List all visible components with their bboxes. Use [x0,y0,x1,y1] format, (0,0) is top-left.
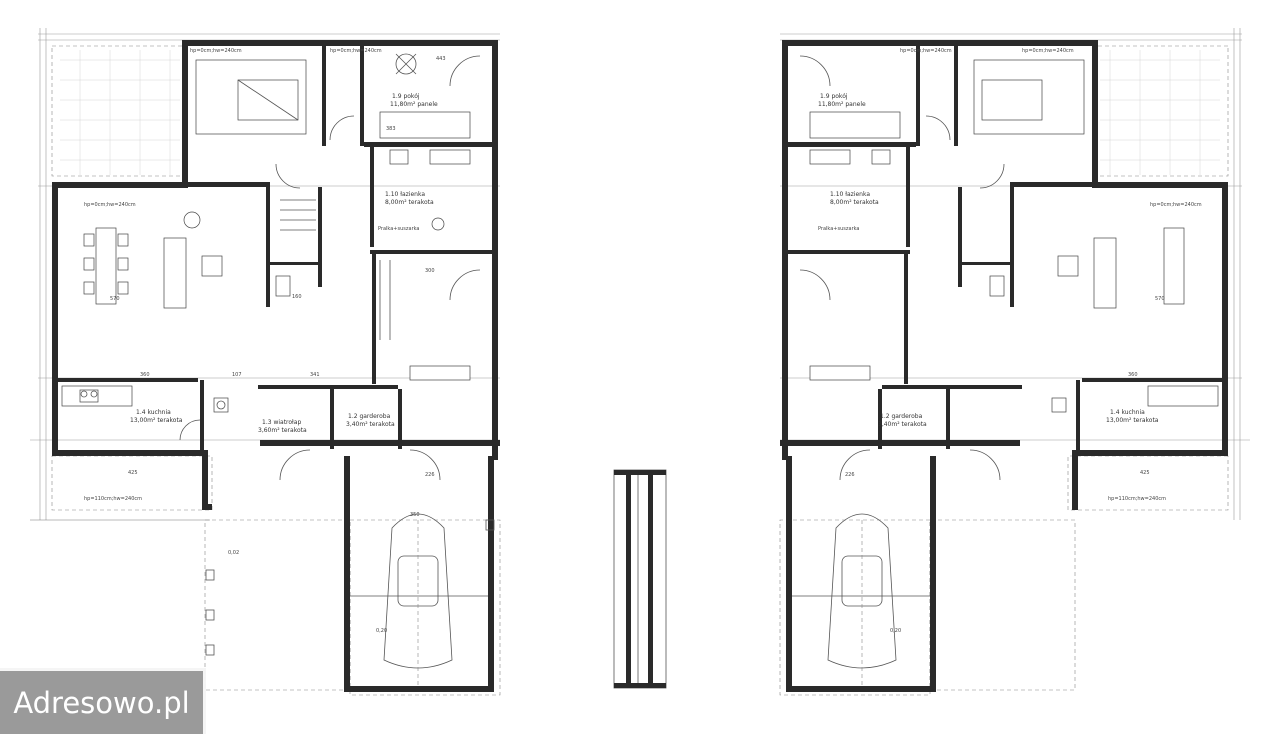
room-label: 1.2 garderoba [348,413,391,420]
level-note-1: hp=0cm;hw=240cm [190,48,242,54]
dimension: 300 [425,268,435,274]
dimension: 160 [292,294,302,300]
room-area: 13,00m² terakota [1106,417,1159,424]
right-unit-labels: 1.9 pokój 11,80m² panele 1.10 łazienka 8… [818,48,1202,634]
room-area: 8,00m² terakota [830,199,879,206]
appliance-label: Pralka+suszarka [818,226,860,232]
room-area: 11,80m² panele [818,101,866,108]
appliance-label: Pralka+suszarka [378,226,420,232]
dimension: 360 [1128,372,1138,378]
dimension: 226 [425,472,435,478]
right-unit [779,28,1250,696]
level-note-2: hp=0cm;hw=240cm [330,48,382,54]
center-section [613,469,667,689]
left-unit: hp=0cm;hw=240cm hp=0cm;hw=240cm hp=0cm;h… [30,28,501,696]
room-label: 1.4 kuchnia [1110,409,1145,416]
dimension: 425 [128,470,138,476]
dimension: 341 [310,372,320,378]
level-note: hp=0cm;hw=240cm [900,48,952,54]
floor-slope: 0,20 [890,628,901,634]
room-label: 1.2 garderoba [880,413,923,420]
room-label: 1.9 pokój [820,93,848,100]
floor-slope: 0,20 [376,628,387,634]
room-label: 1.10 łazienka [830,191,870,198]
floor-slope: 0,02 [228,550,239,556]
room-area: 13,00m² terakota [130,417,183,424]
room-area: 3,60m² terakota [258,427,307,434]
watermark-text: Adresowo.pl [13,685,190,720]
watermark-logo: Adresowo.pl [0,668,206,734]
room-area: 3,40m² terakota [878,421,927,428]
level-note: hp=0cm;hw=240cm [1150,202,1202,208]
dimension: 425 [1140,470,1150,476]
dimension: 570 [1155,296,1165,302]
room-label: 1.3 wiatrołap [262,419,301,426]
dimension: 443 [436,56,446,62]
level-note-4: hp=110cm;hw=240cm [84,496,142,502]
dimension: 226 [845,472,855,478]
room-area: 8,00m² terakota [385,199,434,206]
dimension: 107 [232,372,242,378]
level-note-3: hp=0cm;hw=240cm [84,202,136,208]
level-note: hp=110cm;hw=240cm [1108,496,1166,502]
dimension: 360 [140,372,150,378]
room-label: 1.9 pokój [392,93,420,100]
room-label: 1.10 łazienka [385,191,425,198]
room-area: 11,80m² panele [390,101,438,108]
dimension: 570 [110,296,120,302]
level-note: hp=0cm;hw=240cm [1022,48,1074,54]
room-label: 1.4 kuchnia [136,409,171,416]
room-area: 3,40m² terakota [346,421,395,428]
dimension: 383 [386,126,396,132]
dimension: 350 [410,512,420,518]
